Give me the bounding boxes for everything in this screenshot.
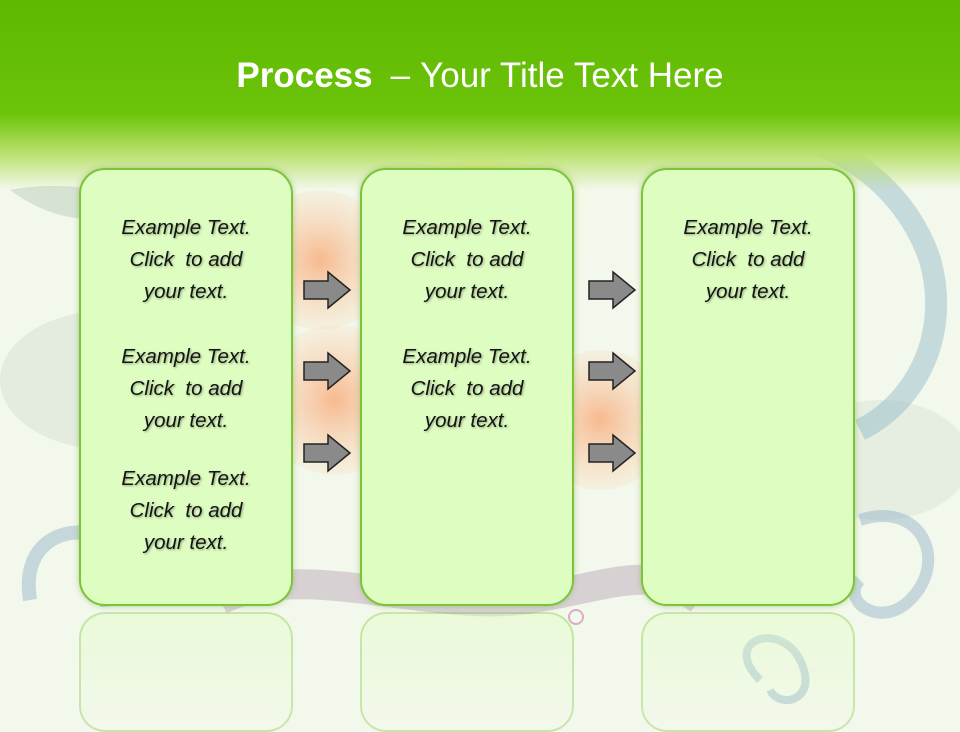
box-reflection (79, 612, 293, 732)
text-line: your text. (705, 280, 791, 303)
right-arrow-icon (303, 270, 352, 310)
text-line: Example Text. (402, 345, 532, 368)
right-arrow-icon (588, 433, 637, 473)
text-block[interactable]: Example Text. Click to add your text. (81, 212, 291, 308)
text-line: Example Text. (683, 216, 813, 239)
right-arrow-icon (588, 270, 637, 310)
text-block[interactable]: Example Text. Click to add your text. (81, 341, 291, 437)
slide-title[interactable]: Process–Your Title Text Here (0, 54, 960, 98)
text-line: your text. (424, 280, 510, 303)
box-reflection (360, 612, 574, 732)
text-block[interactable]: Example Text. Click to add your text. (362, 212, 572, 308)
text-line: Click to add (129, 499, 243, 522)
box-reflection (641, 612, 855, 732)
text-block[interactable]: Example Text. Click to add your text. (81, 463, 291, 559)
header-band (0, 0, 960, 190)
text-block[interactable]: Example Text. Click to add your text. (643, 212, 853, 308)
text-line: your text. (424, 409, 510, 432)
text-line: Example Text. (121, 467, 251, 490)
process-box-3[interactable]: Example Text. Click to add your text. (641, 168, 855, 606)
title-rest: Your Title Text Here (420, 56, 724, 95)
title-separator: – (390, 56, 411, 95)
title-bold: Process (236, 56, 373, 95)
text-line: your text. (143, 409, 229, 432)
text-line: Example Text. (121, 345, 251, 368)
text-line: Click to add (410, 248, 524, 271)
text-line: Example Text. (121, 216, 251, 239)
process-box-2[interactable]: Example Text. Click to add your text. Ex… (360, 168, 574, 606)
text-line: your text. (143, 531, 229, 554)
text-line: Click to add (129, 377, 243, 400)
text-line: Click to add (129, 248, 243, 271)
text-line: Example Text. (402, 216, 532, 239)
text-line: your text. (143, 280, 229, 303)
right-arrow-icon (588, 351, 637, 391)
process-box-1[interactable]: Example Text. Click to add your text. Ex… (79, 168, 293, 606)
text-line: Click to add (691, 248, 805, 271)
right-arrow-icon (303, 351, 352, 391)
right-arrow-icon (303, 433, 352, 473)
text-block[interactable]: Example Text. Click to add your text. (362, 341, 572, 437)
text-line: Click to add (410, 377, 524, 400)
